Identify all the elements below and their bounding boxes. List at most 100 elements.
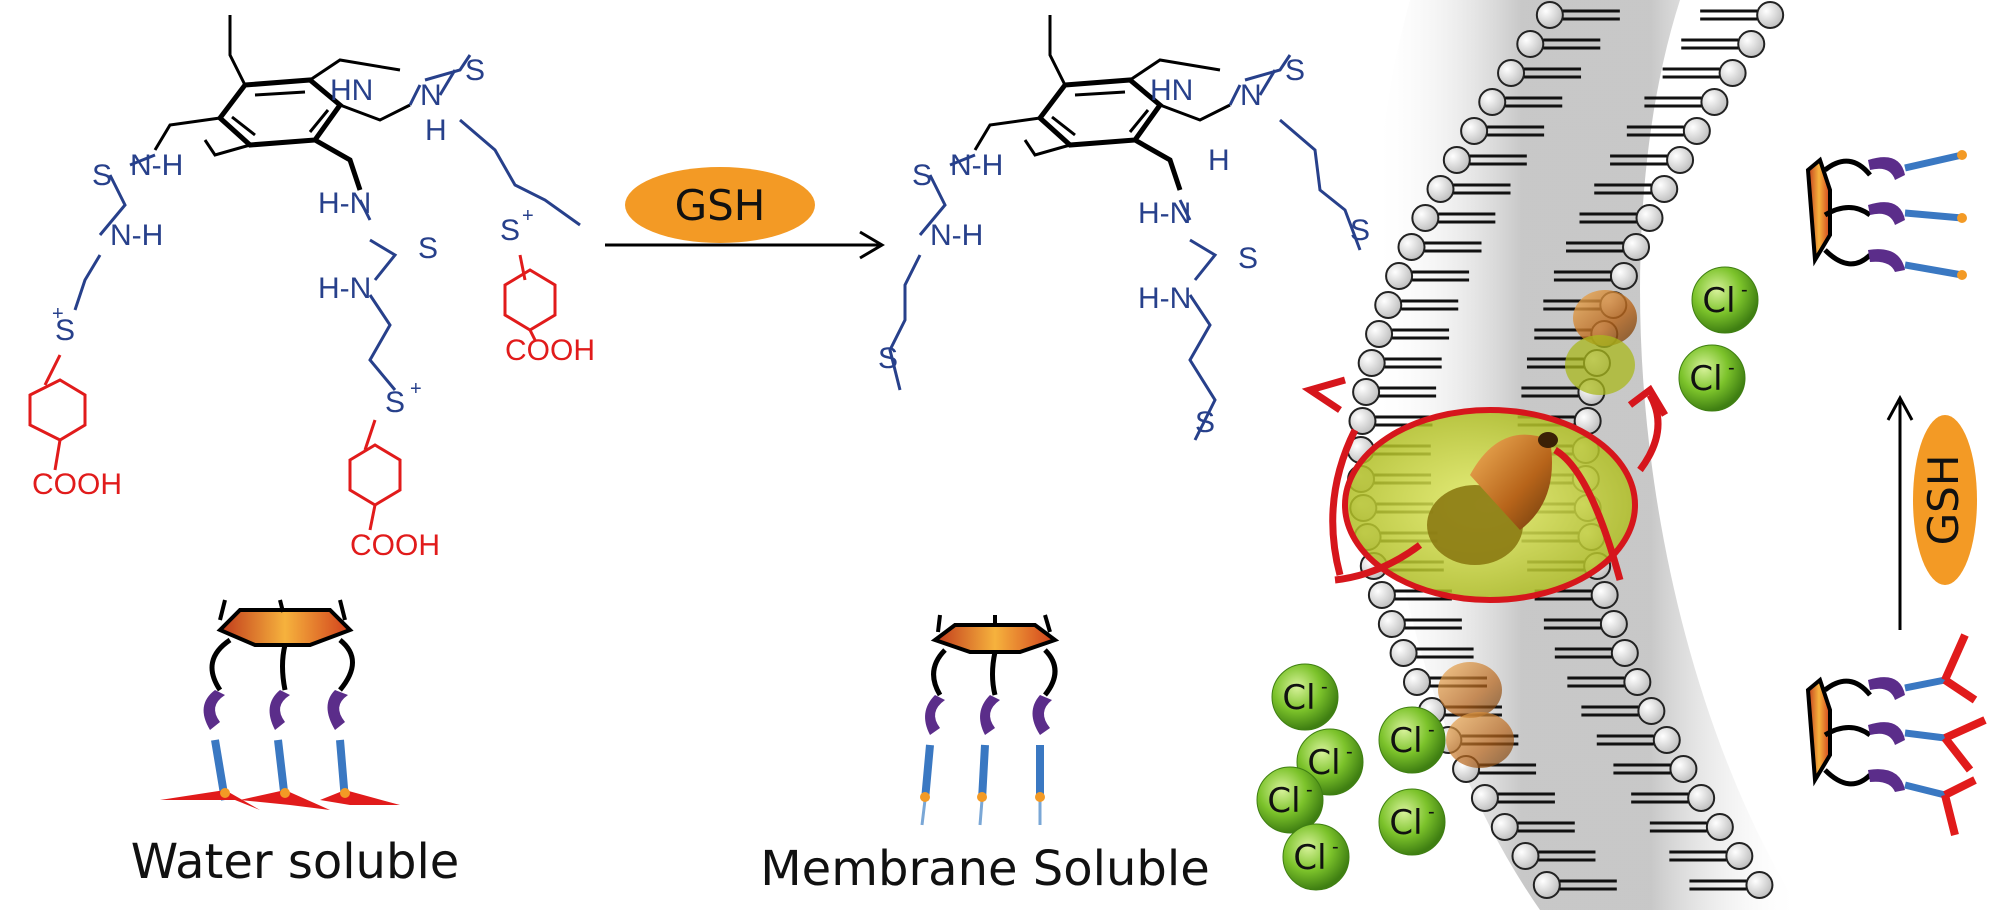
- arm-purple-w1: [203, 690, 225, 730]
- hn-label-1: HN: [330, 74, 373, 107]
- cooh-label-1: COOH: [32, 468, 122, 501]
- chloride-charge-5: -: [1306, 779, 1313, 801]
- lipid-head-inner-27: [1687, 784, 1716, 812]
- lipid-head-inner-7: [1635, 204, 1664, 232]
- lipid-head-inner-28: [1705, 813, 1734, 841]
- cartoon-reduced-top: [1805, 150, 1967, 280]
- caption-membrane-soluble: Membrane Soluble: [760, 841, 1209, 897]
- lipid-head-inner-4: [1682, 117, 1711, 145]
- hn-label-3: H-N: [318, 272, 371, 305]
- chloride-charge-0: -: [1741, 279, 1748, 301]
- lipid-head-outer-0: [1535, 1, 1564, 29]
- cartoon-oxidized-bottom: [1805, 633, 1987, 836]
- lipid-head-outer-20: [1367, 581, 1396, 609]
- hn-label-m2: H-N: [1138, 197, 1191, 230]
- chloride-ion-6: Cl-: [1282, 823, 1350, 891]
- lipid-head-outer-5: [1442, 146, 1471, 174]
- splus-label-1: S: [55, 314, 75, 347]
- lipid-head-inner-3: [1700, 88, 1729, 116]
- lipid-head-outer-23: [1402, 668, 1431, 696]
- cartoon-water-soluble: [160, 599, 400, 810]
- gsh-pill: [625, 167, 815, 243]
- nh-label-2: N-H: [110, 219, 163, 252]
- chloride-ion-4: Cl-: [1378, 706, 1446, 774]
- lipid-head-inner-30: [1745, 871, 1774, 899]
- plus-label-1: +: [52, 303, 64, 325]
- chloride-charge-2: -: [1321, 676, 1328, 698]
- chloride-charge-6: -: [1332, 836, 1339, 858]
- lipid-head-outer-13: [1352, 378, 1381, 406]
- transmembrane-pore: [1301, 290, 1669, 768]
- chloride-label-1: Cl: [1689, 359, 1722, 399]
- arm-purple-w2: [269, 690, 290, 730]
- lipid-head-outer-11: [1365, 320, 1394, 348]
- nh-label-m1: N-H: [950, 149, 1003, 182]
- chloride-ion-1: Cl-: [1678, 344, 1746, 412]
- lipid-head-outer-4: [1460, 117, 1489, 145]
- gsh-right: GSH: [1886, 394, 1977, 630]
- gsh-label-right: GSH: [1919, 455, 1968, 546]
- nh-label-m2: N-H: [930, 219, 983, 252]
- lipid-head-outer-22: [1389, 639, 1418, 667]
- gsh-reaction: GSH: [605, 167, 885, 260]
- cartoon-membrane-soluble: [920, 614, 1060, 826]
- lipid-head-inner-1: [1737, 30, 1766, 58]
- lipid-head-inner-0: [1756, 1, 1785, 29]
- chloride-label-2: Cl: [1282, 678, 1315, 718]
- gsh-label: GSH: [675, 181, 766, 230]
- s-label-m6: S: [1195, 406, 1215, 439]
- lipid-head-outer-27: [1470, 784, 1499, 812]
- s-label-1: S: [465, 54, 485, 87]
- reaction-arrowhead: [859, 230, 885, 260]
- thiourea-arms-middle: [888, 54, 1362, 441]
- lipid-head-inner-8: [1622, 233, 1651, 261]
- s-label-m4: S: [1238, 242, 1258, 275]
- lipid-head-inner-20: [1590, 581, 1619, 609]
- s-label-m5: S: [1350, 214, 1370, 247]
- lipid-head-inner-29: [1725, 842, 1754, 870]
- pore-outline: [1342, 407, 1638, 603]
- h-label-m1: H: [1208, 144, 1230, 177]
- lipid-head-inner-2: [1718, 59, 1747, 87]
- cavitand-core-water: [216, 608, 354, 647]
- lipid-head-inner-23: [1623, 668, 1652, 696]
- lipid-head-inner-26: [1669, 755, 1698, 783]
- chloride-charge-3: -: [1346, 741, 1353, 763]
- lipid-head-outer-9: [1385, 262, 1414, 290]
- plus-label-3: +: [522, 205, 534, 227]
- n-label-1: N: [420, 79, 442, 112]
- lipid-head-outer-1: [1516, 30, 1545, 58]
- chloride-ion-0: Cl-: [1691, 266, 1759, 334]
- lipid-head-outer-29: [1511, 842, 1540, 870]
- gsh-pill-right: [1913, 415, 1977, 585]
- benzene-core-middle: [973, 15, 1231, 191]
- s-label-m3: S: [878, 342, 898, 375]
- splus-label-2: S: [385, 386, 405, 419]
- lipid-head-outer-7: [1411, 204, 1440, 232]
- chloride-ion-5: Cl-: [1256, 766, 1324, 834]
- lipid-head-outer-3: [1478, 88, 1507, 116]
- lipid-head-outer-12: [1357, 349, 1386, 377]
- lipid-head-inner-6: [1650, 175, 1679, 203]
- lipid-head-inner-9: [1609, 262, 1638, 290]
- chloride-label-4: Cl: [1389, 721, 1422, 761]
- plus-label-2: +: [410, 378, 422, 400]
- nh-label-1: N-H: [130, 149, 183, 182]
- lipid-head-outer-30: [1532, 871, 1561, 899]
- chloride-ions: Cl-Cl-Cl-Cl-Cl-Cl-Cl-Cl-: [1256, 266, 1759, 891]
- h-label-1: H: [425, 114, 447, 147]
- transporter-cone-main: [1470, 434, 1552, 530]
- chloride-label-6: Cl: [1293, 838, 1326, 878]
- benzoic-acid-groups: [28, 254, 557, 531]
- chloride-charge-4: -: [1428, 719, 1435, 741]
- splus-label-3: S: [500, 214, 520, 247]
- lipid-head-outer-21: [1377, 610, 1406, 638]
- chloride-label-7: Cl: [1389, 803, 1422, 843]
- lipid-head-inner-22: [1610, 639, 1639, 667]
- n-label-m1: N: [1240, 79, 1262, 112]
- hn-label-m3: H-N: [1138, 282, 1191, 315]
- chloride-label-0: Cl: [1702, 281, 1735, 321]
- lipid-head-inner-21: [1599, 610, 1628, 638]
- lipid-head-outer-10: [1374, 291, 1403, 319]
